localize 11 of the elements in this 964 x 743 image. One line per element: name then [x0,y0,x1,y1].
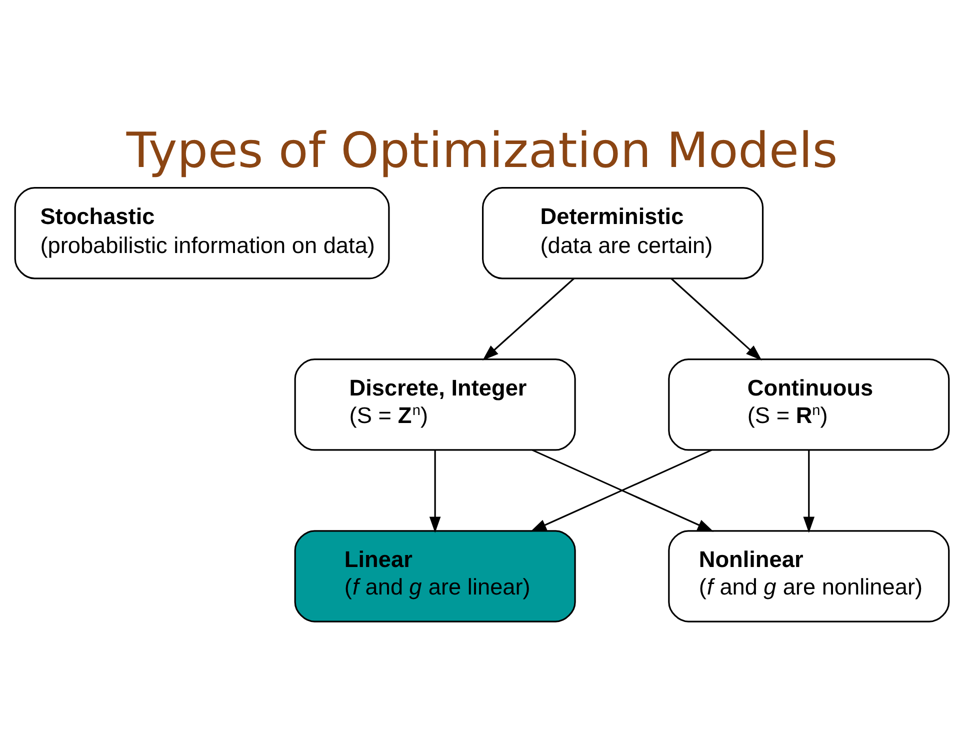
arrow [670,278,762,361]
node-box: Stochastic (probabilistic information on data) [14,187,390,280]
arrow [803,450,815,533]
node-box: Discrete, Integer (S = Z$^{n}$) [294,358,576,451]
arrow [429,450,441,533]
diagram-title: Types of Optimization Models [126,122,838,179]
node-box: Nonlinear (f and g are nonlinear) [668,530,950,622]
arrow [482,278,574,361]
node-box: Continuous (S = R$^{n}$) [668,358,950,451]
node-box: Linear (f and g are linear) [294,530,576,622]
node-box: Deterministic (data are certain) [482,187,764,280]
